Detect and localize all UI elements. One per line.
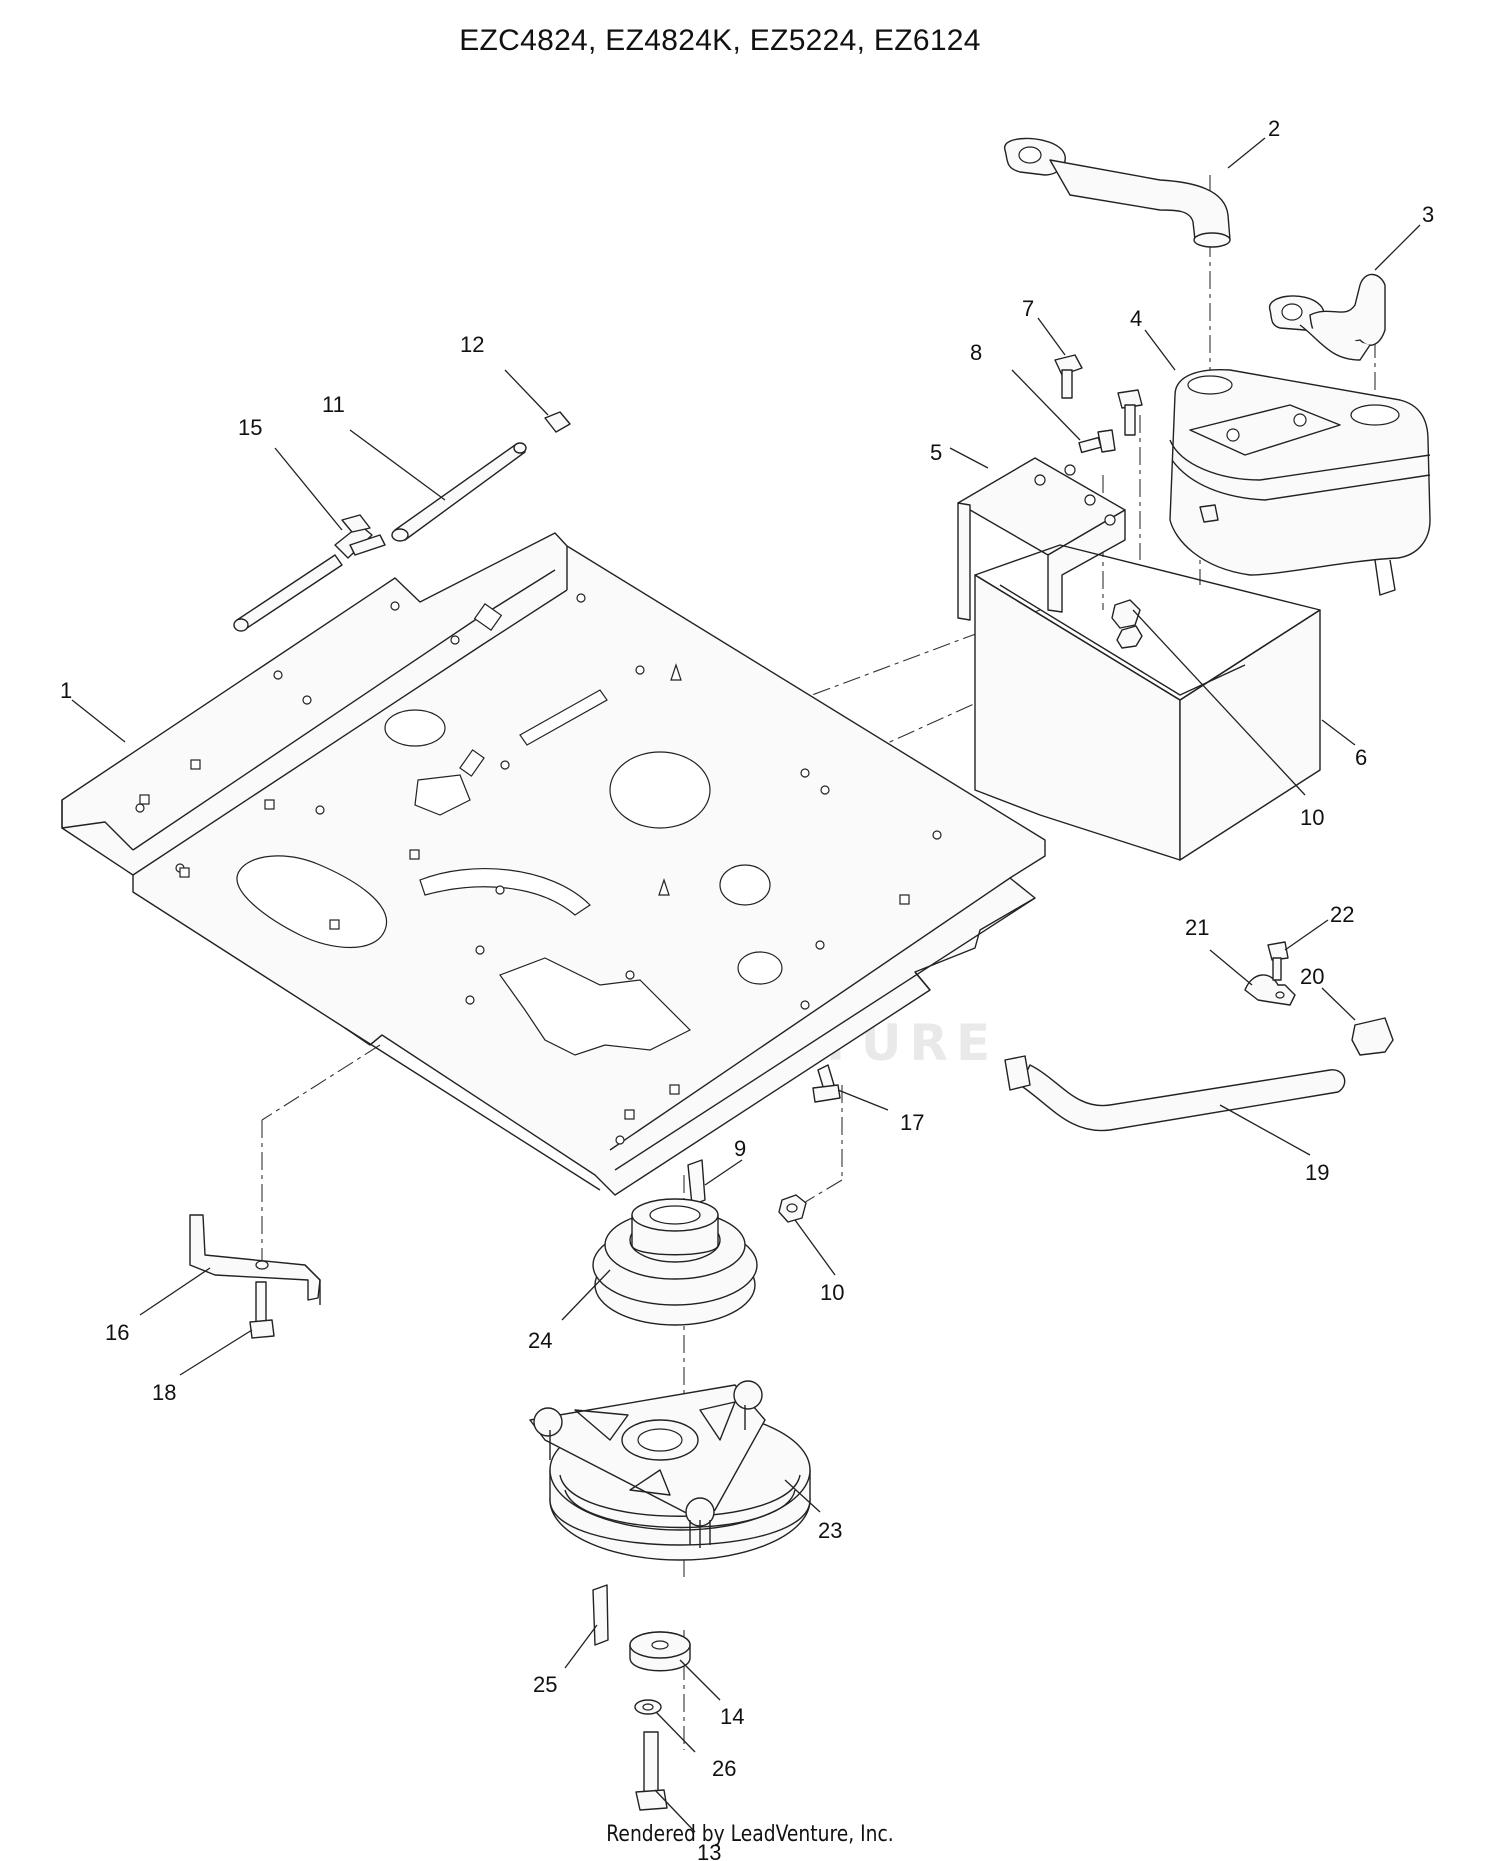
callout-5: 5 bbox=[930, 440, 942, 465]
callout-18: 18 bbox=[152, 1380, 176, 1405]
callout-12: 12 bbox=[460, 332, 484, 357]
bolt-7 bbox=[1037, 317, 1083, 399]
callout-3: 3 bbox=[1422, 202, 1434, 227]
model-title: EZC4824, EZ4824K, EZ5224, EZ6124 bbox=[459, 24, 981, 57]
bolt-8 bbox=[1011, 369, 1116, 454]
callout-11: 11 bbox=[322, 392, 345, 417]
pulley-24 bbox=[561, 1198, 758, 1326]
lock-washer-26 bbox=[634, 1699, 696, 1753]
key-25 bbox=[564, 1584, 609, 1669]
callout-16: 16 bbox=[105, 1320, 129, 1345]
callout-24: 24 bbox=[528, 1328, 552, 1353]
callout-4: 4 bbox=[1130, 306, 1142, 331]
exhaust-pipe-2 bbox=[1004, 137, 1266, 248]
callout-15: 15 bbox=[238, 415, 262, 440]
screw-22 bbox=[1267, 919, 1329, 981]
heat-shield bbox=[974, 544, 1356, 861]
drain-valve-15 bbox=[233, 447, 386, 632]
callout-19: 19 bbox=[1305, 1160, 1329, 1185]
callout-2: 2 bbox=[1268, 116, 1280, 141]
callout-6: 6 bbox=[1355, 745, 1367, 770]
bolt-extra bbox=[1117, 389, 1219, 523]
callout-1: 1 bbox=[60, 678, 72, 703]
mounting-plate bbox=[61, 532, 1046, 1196]
callout-22: 22 bbox=[1330, 902, 1354, 927]
exhaust-pipe-3 bbox=[1269, 224, 1421, 361]
callout-14: 14 bbox=[720, 1704, 744, 1729]
callout-7: 7 bbox=[1022, 296, 1034, 321]
callout-13: 13 bbox=[697, 1840, 721, 1861]
callout-8: 8 bbox=[970, 340, 982, 365]
hose-19 bbox=[1004, 1055, 1346, 1156]
bolt-13 bbox=[635, 1731, 696, 1833]
fitting-20 bbox=[1321, 987, 1394, 1056]
key-9 bbox=[687, 1159, 743, 1206]
bolt-17 bbox=[812, 1064, 889, 1111]
callout-10-upper: 10 bbox=[1300, 805, 1324, 830]
callout-17: 17 bbox=[900, 1110, 924, 1135]
nut-10-upper bbox=[1111, 599, 1306, 796]
callout-10-lower: 10 bbox=[820, 1280, 844, 1305]
callout-9: 9 bbox=[734, 1136, 746, 1161]
callout-21: 21 bbox=[1185, 915, 1209, 940]
callout-20: 20 bbox=[1300, 964, 1324, 989]
rod-11 bbox=[349, 429, 527, 542]
rendered-by-footer: Rendered by LeadVenture, Inc. bbox=[606, 1822, 894, 1847]
muffler bbox=[1144, 329, 1431, 596]
bracket-16 bbox=[139, 1214, 321, 1316]
clamp-21 bbox=[1209, 949, 1296, 1006]
nut-10-lower bbox=[778, 1194, 836, 1276]
muffler-bracket bbox=[949, 447, 1126, 621]
electric-clutch-23 bbox=[529, 1380, 821, 1561]
callout-23: 23 bbox=[818, 1518, 842, 1543]
callout-25: 25 bbox=[533, 1672, 557, 1697]
callout-26: 26 bbox=[712, 1756, 736, 1781]
bolt-18 bbox=[179, 1281, 275, 1376]
washer-14 bbox=[629, 1631, 721, 1701]
callout-numbers: 1 2 3 4 5 6 7 8 9 10 10 11 12 13 14 15 1… bbox=[60, 116, 1434, 1861]
cap-12 bbox=[504, 369, 571, 433]
